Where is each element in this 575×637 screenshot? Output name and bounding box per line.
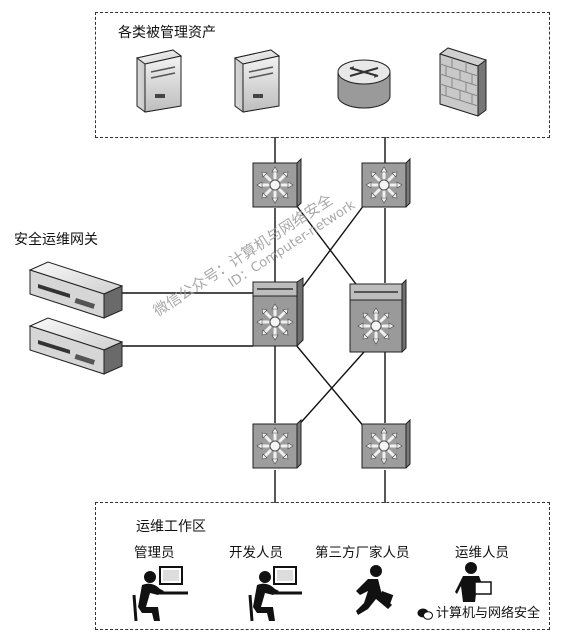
managed-assets-label: 各类被管理资产 [118, 25, 216, 41]
firewall-icon [438, 47, 488, 117]
connection-lines [112, 137, 386, 503]
core-switch-left [252, 277, 304, 347]
bottom-switch-left [252, 418, 302, 469]
publisher-logo: 计算机与网络安全 [415, 602, 543, 621]
link-cross-2 [295, 204, 365, 297]
admin-person-icon [132, 566, 188, 622]
core-switch-right [349, 278, 407, 353]
role-label-ops: 运维人员 [455, 545, 509, 561]
role-label-developer: 开发人员 [229, 545, 283, 561]
role-label-vendor: 第三方厂家人员 [315, 545, 410, 561]
security-gateway-label: 安全运维网关 [14, 232, 98, 248]
developer-person-icon [248, 566, 302, 622]
link-cross-4 [295, 351, 365, 429]
bottom-switch-right [361, 418, 411, 469]
wechat-icon [417, 608, 433, 620]
link-cross-3 [295, 344, 366, 429]
router-icon [337, 59, 391, 109]
server-icon [135, 49, 183, 113]
gateway-device-2 [28, 317, 124, 375]
publisher-logo-text: 计算机与网络安全 [436, 606, 541, 621]
role-label-admin: 管理员 [134, 545, 175, 561]
server-icon [233, 49, 281, 113]
vendor-person-icon [356, 565, 394, 615]
gateway-device-1 [28, 261, 124, 319]
managed-assets-zone [95, 12, 550, 138]
top-switch-right [361, 157, 411, 208]
ops-workspace-label: 运维工作区 [136, 519, 206, 535]
ops-workspace-zone [95, 502, 550, 630]
top-switch-left [252, 157, 302, 208]
